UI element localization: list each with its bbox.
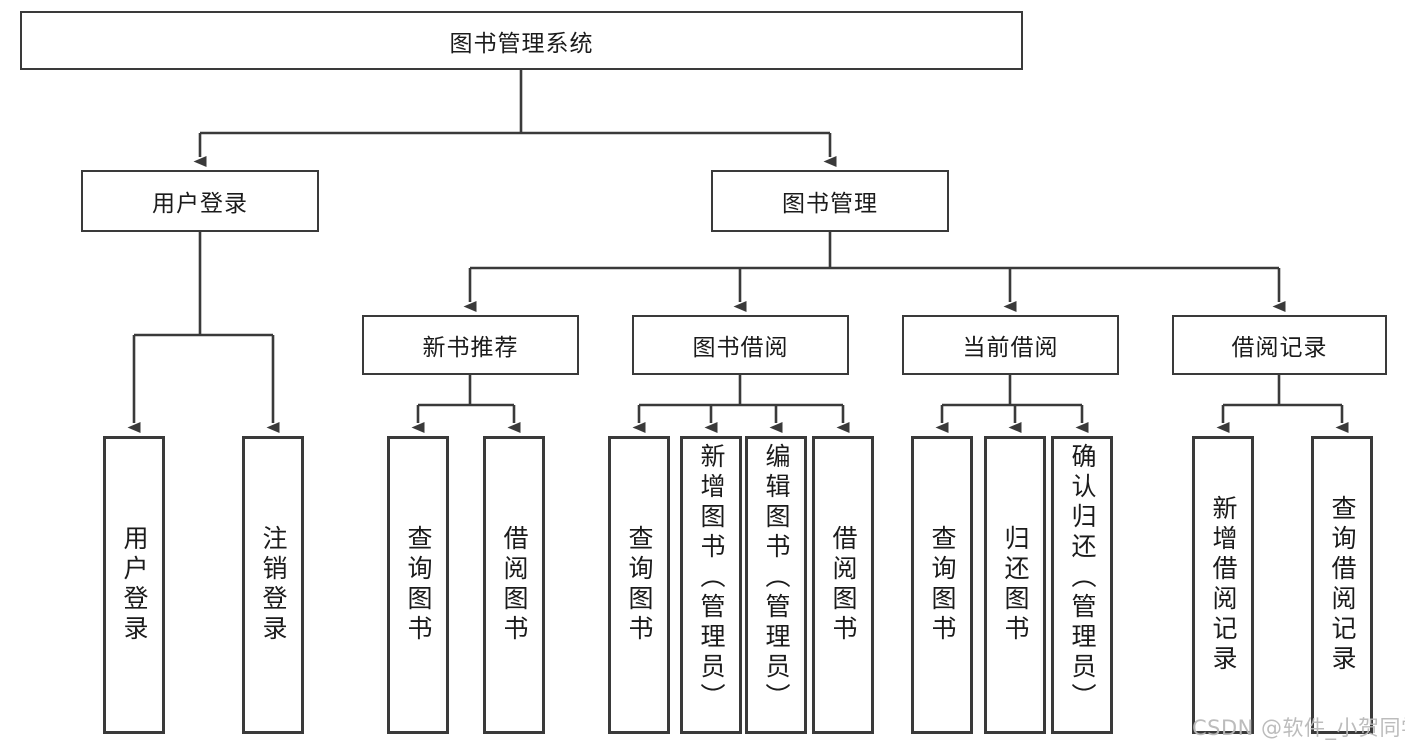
node-leaf-query-book-3-label: 查询图书 — [928, 525, 957, 645]
node-leaf-borrow-book-2[interactable]: 借阅图书 — [812, 436, 874, 734]
node-book-borrow-label: 图书借阅 — [692, 335, 789, 361]
node-leaf-query-book-1-label: 查询图书 — [404, 525, 433, 645]
node-leaf-user-login[interactable]: 用户登录 — [103, 436, 165, 734]
node-leaf-borrow-book-2-label: 借阅图书 — [829, 525, 858, 645]
node-leaf-add-book[interactable]: 新增图书（管理员） — [680, 436, 742, 734]
node-leaf-user-login-label: 用户登录 — [120, 525, 149, 645]
node-leaf-edit-book[interactable]: 编辑图书（管理员） — [745, 436, 807, 734]
node-leaf-add-record[interactable]: 新增借阅记录 — [1192, 436, 1254, 734]
node-borrow-records[interactable]: 借阅记录 — [1172, 315, 1387, 375]
node-user-login[interactable]: 用户登录 — [81, 170, 319, 232]
node-leaf-query-book-2[interactable]: 查询图书 — [608, 436, 670, 734]
node-leaf-query-book-1[interactable]: 查询图书 — [387, 436, 449, 734]
node-leaf-return-book[interactable]: 归还图书 — [984, 436, 1046, 734]
node-borrow-records-label: 借阅记录 — [1231, 335, 1328, 361]
leaf-cell: 查询图书 — [914, 439, 970, 731]
node-current-borrow[interactable]: 当前借阅 — [902, 315, 1119, 375]
leaf-cell: 用户登录 — [106, 439, 162, 731]
node-leaf-logout-label: 注销登录 — [259, 525, 288, 645]
node-book-manage[interactable]: 图书管理 — [711, 170, 949, 232]
csdn-watermark: CSDN @软件_小贺同学 — [1192, 716, 1405, 740]
leaf-cell: 注销登录 — [245, 439, 301, 731]
node-root[interactable]: 图书管理系统 — [20, 11, 1023, 70]
node-leaf-query-record-label: 查询借阅记录 — [1328, 495, 1357, 675]
leaf-cell: 新增图书（管理员） — [683, 439, 739, 735]
node-current-borrow-label: 当前借阅 — [962, 335, 1059, 361]
node-leaf-edit-book-label: 编辑图书（管理员） — [762, 443, 791, 713]
leaf-cell: 查询图书 — [390, 439, 446, 731]
node-leaf-logout[interactable]: 注销登录 — [242, 436, 304, 734]
node-leaf-return-book-label: 归还图书 — [1001, 525, 1030, 645]
node-leaf-confirm-return-label: 确认归还（管理员） — [1068, 443, 1097, 713]
node-user-login-label: 用户登录 — [152, 191, 248, 217]
leaf-cell: 借阅图书 — [815, 439, 871, 731]
leaf-cell: 查询图书 — [611, 439, 667, 731]
leaf-cell: 确认归还（管理员） — [1054, 439, 1110, 735]
node-leaf-add-book-label: 新增图书（管理员） — [697, 443, 726, 713]
node-leaf-borrow-book-1-label: 借阅图书 — [500, 525, 529, 645]
node-leaf-confirm-return[interactable]: 确认归还（管理员） — [1051, 436, 1113, 734]
node-leaf-add-record-label: 新增借阅记录 — [1209, 495, 1238, 675]
node-leaf-borrow-book-1[interactable]: 借阅图书 — [483, 436, 545, 734]
leaf-cell: 归还图书 — [987, 439, 1043, 731]
leaf-cell: 借阅图书 — [486, 439, 542, 731]
leaf-cell: 编辑图书（管理员） — [748, 439, 804, 735]
leaf-cell: 新增借阅记录 — [1195, 439, 1251, 731]
node-book-manage-label: 图书管理 — [782, 191, 878, 217]
node-new-book-recommend[interactable]: 新书推荐 — [362, 315, 579, 375]
node-leaf-query-record[interactable]: 查询借阅记录 — [1311, 436, 1373, 734]
leaf-cell: 查询借阅记录 — [1314, 439, 1370, 731]
node-root-label: 图书管理系统 — [449, 30, 594, 57]
node-book-borrow[interactable]: 图书借阅 — [632, 315, 849, 375]
node-new-book-recommend-label: 新书推荐 — [422, 335, 519, 361]
node-leaf-query-book-2-label: 查询图书 — [625, 525, 654, 645]
node-leaf-query-book-3[interactable]: 查询图书 — [911, 436, 973, 734]
